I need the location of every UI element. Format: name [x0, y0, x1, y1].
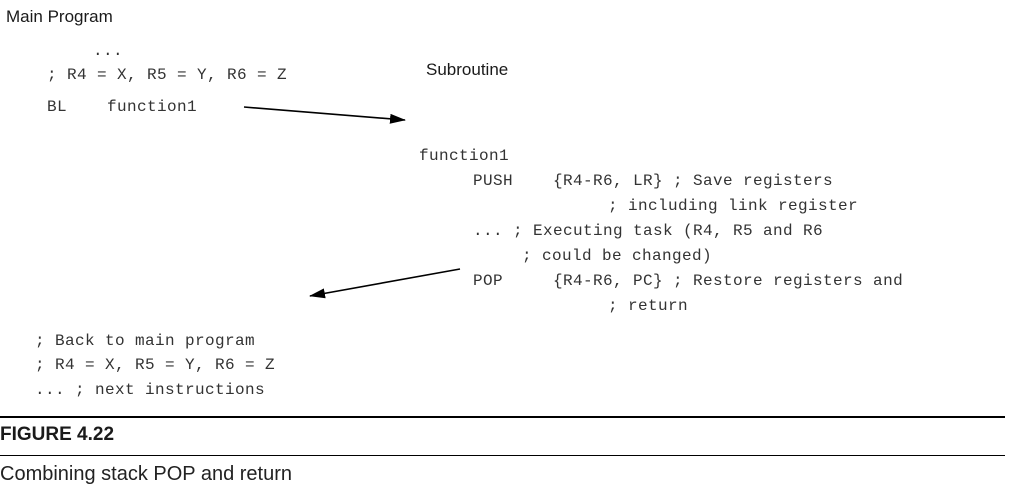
figure-caption-rule [0, 455, 1005, 456]
main-code-bl-call: BL function1 [47, 98, 198, 116]
main-program-label: Main Program [6, 7, 113, 26]
subroutine-name: function1 [419, 147, 510, 165]
main-code-register-setup: ; R4 = X, R5 = Y, R6 = Z [47, 66, 288, 84]
main-code-next-instructions: ... ; next instructions [35, 381, 266, 399]
subroutine-task-line: ... ; Executing task (R4, R5 and R6 [473, 222, 824, 240]
subroutine-push-comment: ; including link register [608, 197, 859, 215]
figure-top-rule [0, 416, 1005, 418]
main-code-register-restored: ; R4 = X, R5 = Y, R6 = Z [35, 356, 276, 374]
call-arrow [243, 106, 406, 124]
subroutine-pop-comment: ; return [608, 297, 689, 315]
return-arrow [309, 268, 461, 299]
main-code-back-comment: ; Back to main program [35, 332, 256, 350]
subroutine-pop-line: POP {R4-R6, PC} ; Restore registers and [473, 272, 904, 290]
main-code-ellipsis: ... [93, 42, 124, 60]
figure-number: FIGURE 4.22 [0, 424, 115, 445]
subroutine-label: Subroutine [426, 60, 509, 79]
figure-caption: Combining stack POP and return [0, 463, 293, 485]
subroutine-task-comment: ; could be changed) [522, 247, 713, 265]
subroutine-push-line: PUSH {R4-R6, LR} ; Save registers [473, 172, 834, 190]
